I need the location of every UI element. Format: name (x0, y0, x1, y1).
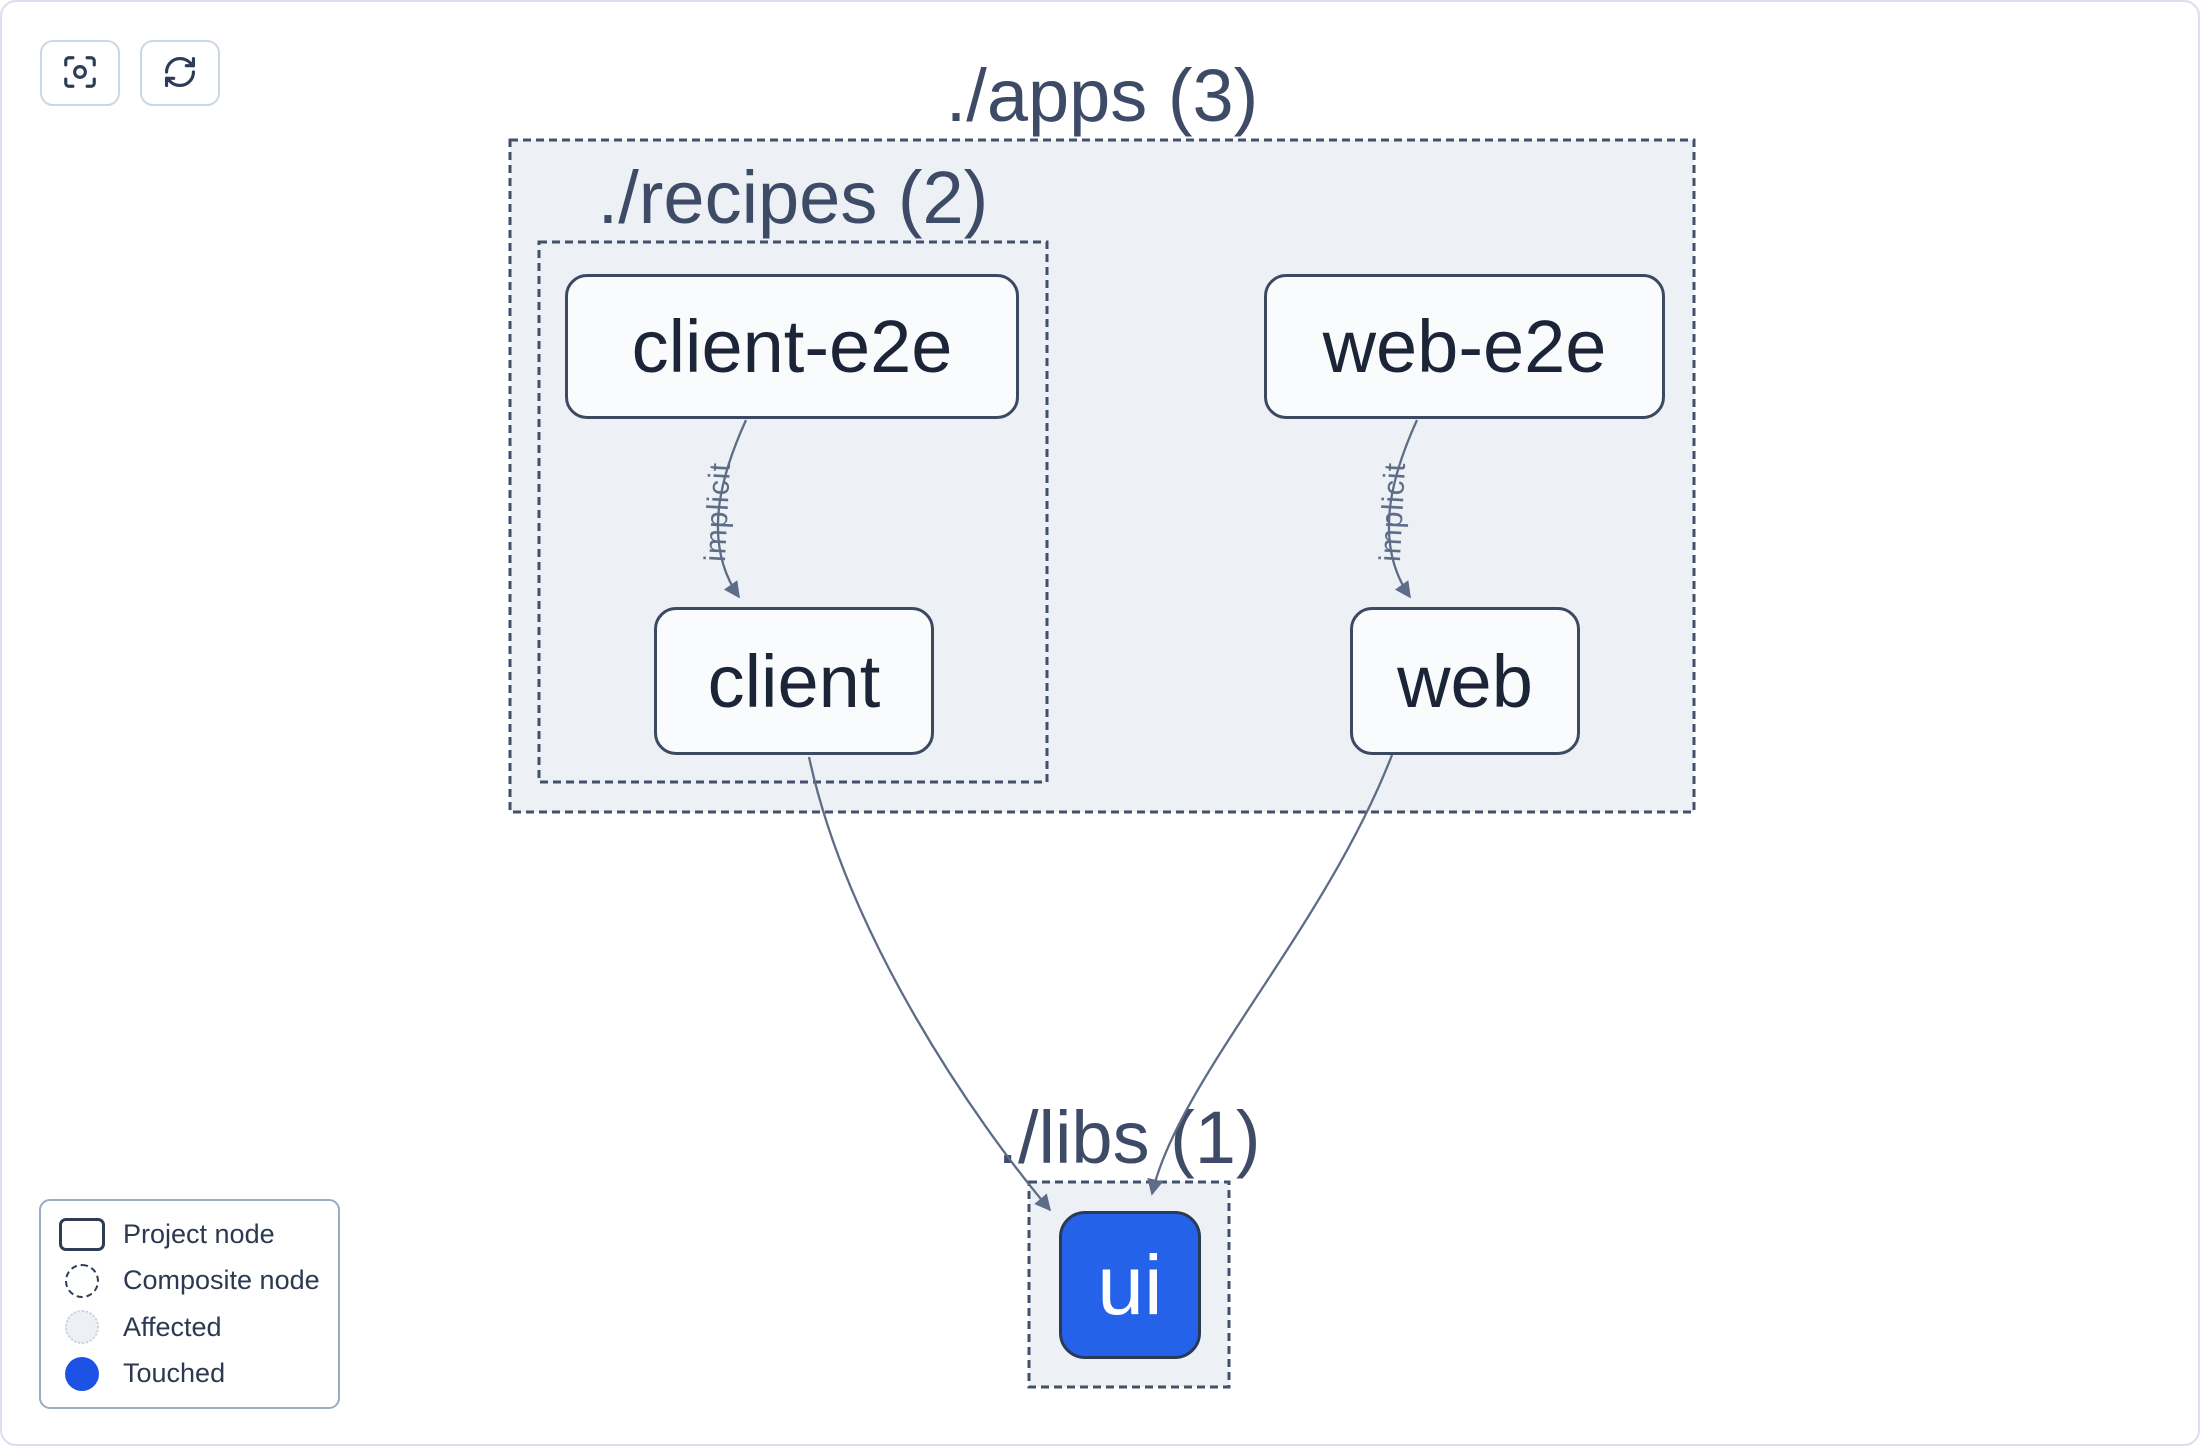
project-node-swatch (59, 1217, 105, 1251)
refresh-icon (161, 53, 199, 94)
legend-label: Composite node (123, 1265, 320, 1296)
edge-label-implicit-2: implicit (1374, 461, 1412, 562)
focus-icon (61, 53, 99, 94)
node-client-e2e[interactable]: client-e2e (565, 274, 1019, 419)
composite-node-swatch (65, 1263, 99, 1298)
center-graph-button[interactable] (40, 40, 120, 106)
legend-item-project-node: Project node (41, 1211, 338, 1258)
legend-item-composite-node: Composite node (41, 1258, 338, 1305)
legend-label: Project node (123, 1218, 275, 1249)
edge-label-implicit-1: implicit (699, 461, 737, 562)
graph-legend: Project node Composite node Affected Tou… (39, 1199, 340, 1409)
group-title-libs[interactable]: ./libs (1) (997, 1096, 1261, 1179)
edge-client-e2e-to-client (716, 419, 748, 599)
node-web[interactable]: web (1350, 607, 1580, 755)
legend-item-touched: Touched (41, 1351, 338, 1398)
group-title-apps[interactable]: ./apps (3) (945, 54, 1259, 137)
node-client[interactable]: client (654, 607, 934, 755)
edge-client-to-ui (807, 756, 1052, 1212)
legend-label: Affected (123, 1311, 222, 1342)
edge-web-to-ui (1147, 754, 1394, 1196)
legend-label: Touched (123, 1358, 226, 1389)
edge-web-e2e-to-web (1387, 419, 1419, 599)
group-title-recipes[interactable]: ./recipes (2) (597, 156, 989, 239)
graph-toolbar (40, 40, 220, 106)
node-ui-touched[interactable]: ui (1059, 1211, 1201, 1359)
group-recipes[interactable] (537, 240, 1049, 784)
node-web-e2e[interactable]: web-e2e (1264, 274, 1665, 419)
legend-item-affected: Affected (41, 1304, 338, 1351)
affected-swatch (65, 1310, 99, 1345)
refresh-graph-button[interactable] (140, 40, 220, 106)
touched-swatch (65, 1356, 99, 1391)
